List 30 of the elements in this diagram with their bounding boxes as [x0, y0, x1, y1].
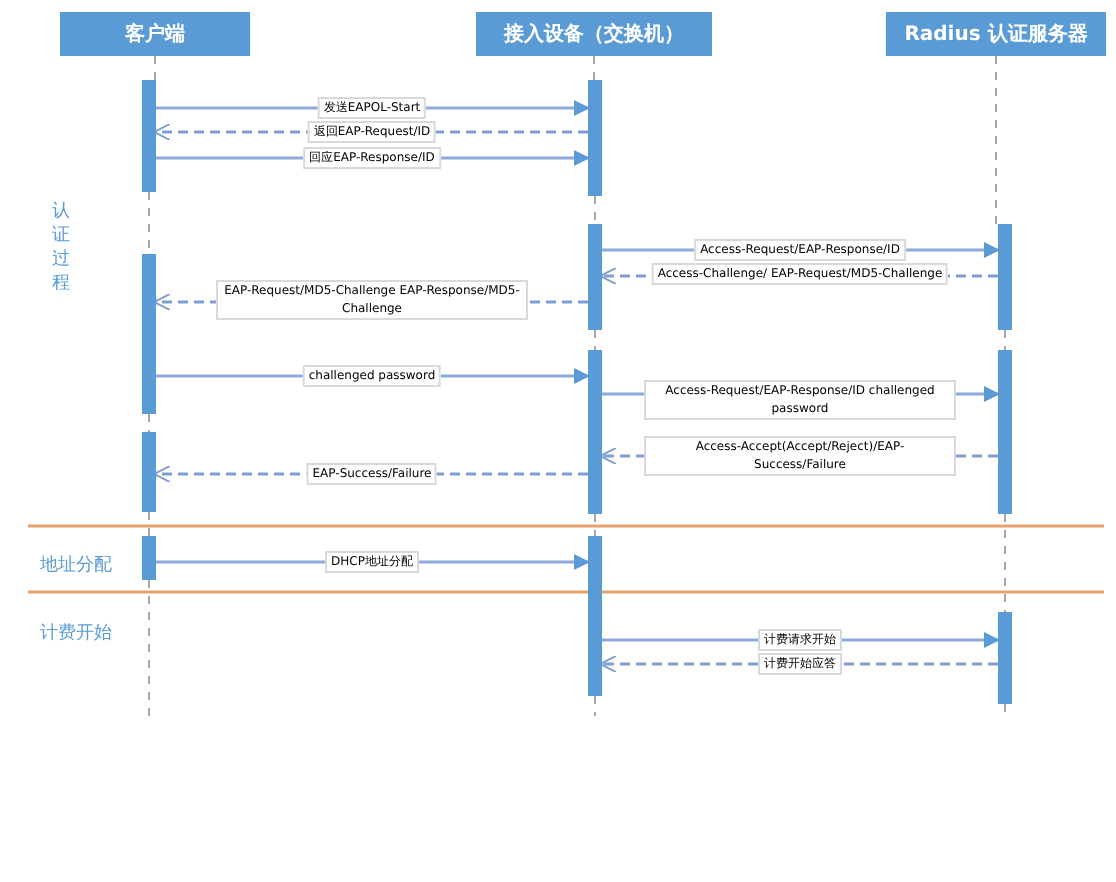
participant-box: Radius 认证服务器 [886, 12, 1106, 56]
lifeline [1004, 703, 1006, 717]
lifeline [148, 413, 150, 433]
lifeline [594, 695, 596, 717]
lifeline [594, 329, 596, 351]
lifeline [148, 511, 150, 537]
activation-bar [142, 536, 156, 580]
participant-box: 客户端 [60, 12, 250, 56]
phase-label: 计费开始 [40, 621, 112, 646]
lifeline [148, 579, 150, 717]
activation-bar [588, 536, 602, 696]
activation-bar [998, 612, 1012, 704]
activation-bar [998, 224, 1012, 330]
lifeline [995, 55, 997, 225]
phase-label: 地址分配 [40, 553, 112, 578]
lifeline [1004, 513, 1006, 613]
lifeline [594, 195, 596, 225]
lifeline [154, 55, 156, 81]
lifeline [594, 513, 596, 537]
activation-bar [142, 80, 156, 192]
lifeline [593, 55, 595, 81]
activation-bar [142, 432, 156, 512]
phase-label: 认证过程 [52, 200, 72, 296]
activation-bar [142, 254, 156, 414]
activation-bar [588, 80, 602, 196]
participant-box: 接入设备（交换机） [476, 12, 712, 56]
activation-bar [998, 350, 1012, 514]
activation-bar [588, 350, 602, 514]
lifeline [1004, 329, 1006, 351]
activation-bar [588, 224, 602, 330]
